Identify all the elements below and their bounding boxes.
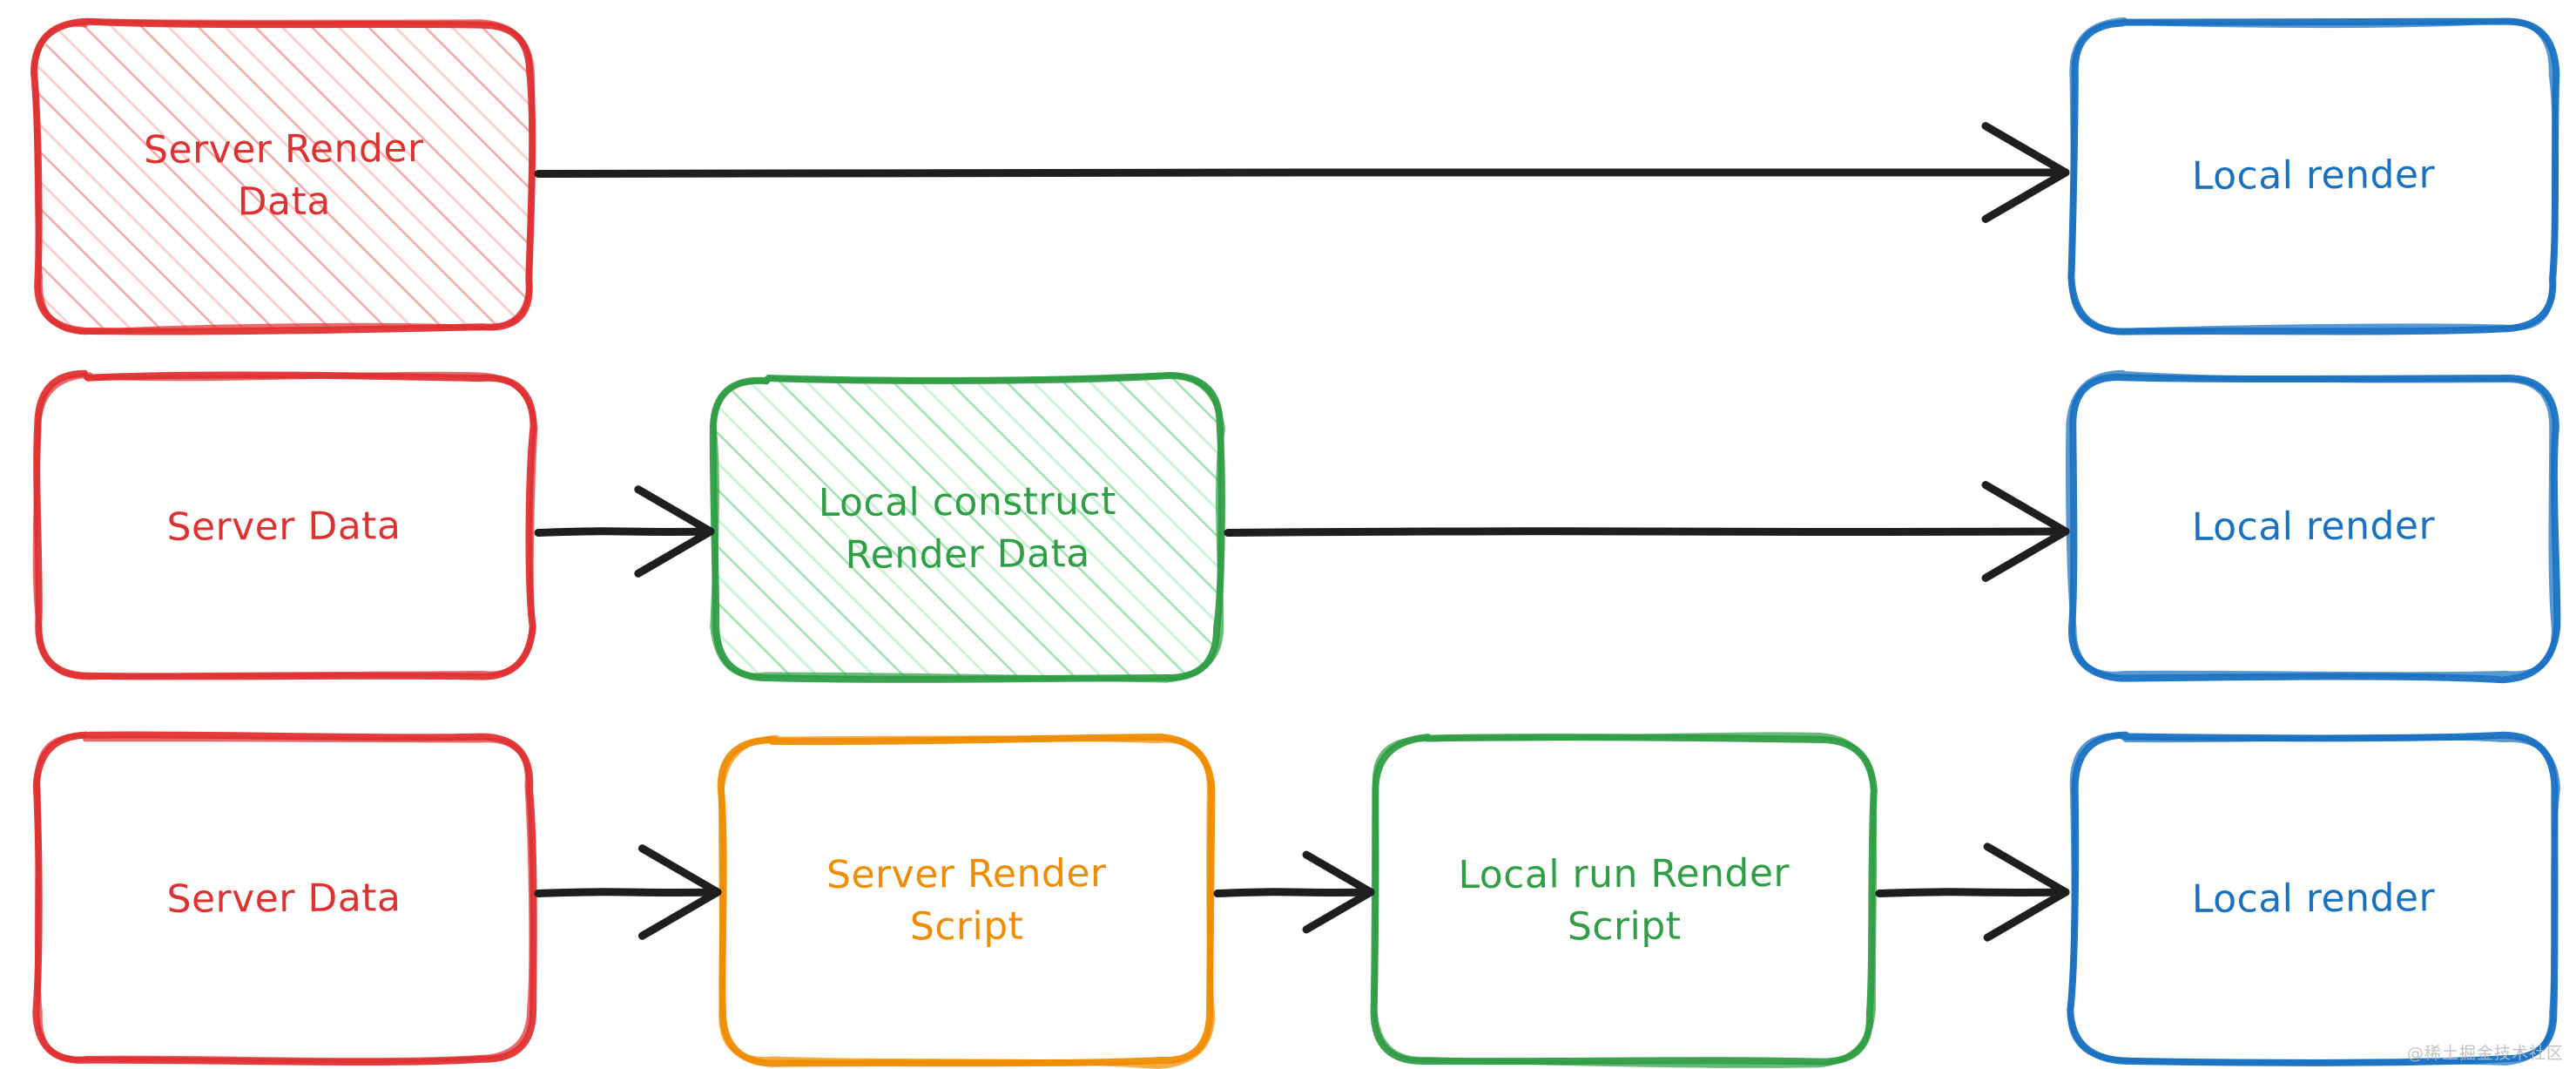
arrow-shaft	[1224, 527, 2070, 537]
arrow-shaft	[1875, 888, 2070, 897]
node-local-render-2[interactable]	[2066, 369, 2561, 684]
node-outline-server-data-2	[33, 369, 537, 680]
node-outline2-server-render-data	[31, 18, 536, 335]
node-outline2-server-data-2	[32, 371, 538, 680]
node-local-construct-render-data[interactable]	[709, 372, 1225, 683]
node-server-data-2[interactable]	[32, 369, 538, 680]
node-outline2-local-render-1	[2068, 17, 2559, 334]
arrow-head-lower	[637, 888, 722, 940]
arrow-shaft	[534, 168, 2070, 178]
arrow-server-data-3-to-server-render-script[interactable]	[534, 844, 722, 940]
node-local-run-render-script[interactable]	[1370, 732, 1878, 1068]
arrow-head-upper	[1981, 481, 2070, 536]
arrow-head-lower	[1983, 888, 2070, 942]
arrow-head-upper	[1983, 842, 2070, 896]
arrow-head-upper	[1981, 122, 2070, 177]
node-outline2-local-construct-render-data	[710, 372, 1225, 683]
arrow-server-data-2-to-local-construct-render-data[interactable]	[534, 485, 715, 578]
node-fill-server-render-data	[37, 23, 531, 329]
arrow-head-lower	[1302, 888, 1375, 934]
node-outline2-local-render-2	[2066, 369, 2557, 678]
node-local-render-3[interactable]	[2067, 731, 2561, 1066]
node-outline-local-render-2	[2068, 374, 2561, 684]
arrow-server-render-data-to-local-render-1[interactable]	[534, 122, 2070, 223]
node-outline2-local-run-render-script	[1372, 732, 1878, 1068]
arrow-head-upper	[634, 485, 715, 536]
arrow-head-lower	[1981, 168, 2070, 223]
arrow-head-lower	[634, 527, 715, 578]
node-outline-local-run-render-script	[1370, 734, 1878, 1066]
node-outline2-server-data-3	[34, 733, 535, 1064]
arrow-shaft	[534, 888, 722, 897]
node-server-data-3[interactable]	[32, 731, 537, 1066]
arrow-shaft	[1213, 888, 1375, 897]
arrow-head-lower	[1981, 527, 2070, 582]
node-outline2-local-render-3	[2067, 733, 2561, 1066]
arrow-head-upper	[637, 844, 722, 896]
arrow-server-render-script-to-local-run-render-script[interactable]	[1213, 850, 1375, 934]
node-local-render-1[interactable]	[2067, 17, 2560, 335]
arrow-local-construct-render-data-to-local-render-2[interactable]	[1224, 481, 2070, 582]
arrow-local-run-render-script-to-local-render-3[interactable]	[1875, 842, 2070, 942]
node-outline2-server-render-script	[718, 734, 1216, 1069]
node-server-render-data[interactable]	[30, 17, 536, 335]
arrow-shaft	[534, 527, 715, 537]
watermark: @稀土掘金技术社区	[2406, 1044, 2564, 1063]
node-outline-local-render-1	[2067, 17, 2560, 335]
node-server-render-script[interactable]	[717, 734, 1216, 1069]
node-fill-local-construct-render-data	[716, 378, 1219, 679]
arrow-head-upper	[1302, 850, 1375, 896]
node-outline-local-render-3	[2067, 731, 2559, 1066]
node-outline-server-render-script	[717, 734, 1216, 1067]
node-outline-server-data-3	[32, 731, 537, 1066]
